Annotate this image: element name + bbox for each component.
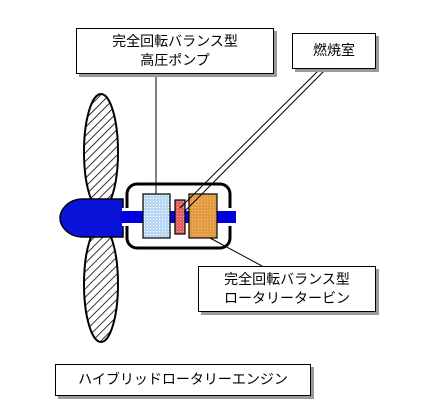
- diagram-title-text: ハイブリッドロータリーエンジン: [78, 372, 288, 388]
- high-pressure-pump: [142, 193, 171, 239]
- combustor-leader-line-1: [179, 68, 321, 209]
- pump-label-line2: 高圧ポンプ: [140, 53, 210, 69]
- pump-label: 完全回転バランス型 高圧ポンプ: [76, 28, 274, 74]
- turbine-label-line2: ロータリータービン: [224, 291, 350, 307]
- propeller-spinner: [59, 198, 124, 238]
- turbine-leader-line: [209, 237, 263, 267]
- diagram-title: ハイブリッドロータリーエンジン: [55, 364, 311, 396]
- combustor-leader-line-2: [183, 68, 327, 213]
- propeller-blade-upper: [83, 93, 119, 211]
- combustion-chamber: [174, 199, 186, 235]
- combustor-label-text: 燃焼室: [313, 43, 355, 59]
- turbine-label: 完全回転バランス型 ロータリータービン: [198, 266, 376, 312]
- turbine-label-line1: 完全回転バランス型: [224, 272, 350, 288]
- rotary-turbine: [188, 193, 218, 239]
- combustor-label: 燃焼室: [292, 33, 376, 69]
- pump-label-line1: 完全回転バランス型: [112, 34, 238, 50]
- propeller-blade-lower: [83, 225, 119, 343]
